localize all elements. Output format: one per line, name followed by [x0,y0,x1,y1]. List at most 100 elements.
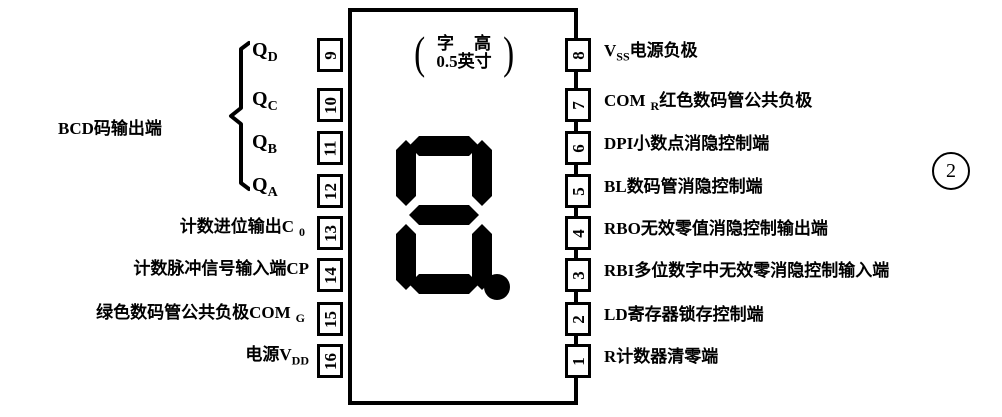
pin-box-15[interactable]: 15 [317,302,343,336]
pin-15-lat: COM [249,303,291,322]
qb-sub: B [267,142,277,157]
pin-number-14: 14 [320,266,340,284]
pin-3-lat: RBI [604,261,635,280]
seven-segment-digit [396,136,492,294]
pin-number-11: 11 [320,139,340,157]
pin-14-zh: 计数脉冲信号输入端 [133,259,287,279]
bcd-output-group-text: BCD码输出端 [58,119,162,138]
pin-box-9[interactable]: 9 [317,38,343,72]
pin-6-lat: DPI [604,134,634,153]
decimal-point-indicator [484,274,510,300]
pin-2-zh: 寄存器锁存控制端 [627,305,764,325]
pin-label-8: VSS电源负极 [604,42,698,62]
qa-base: Q [252,174,268,196]
segment-g [409,205,479,225]
pin-box-2[interactable]: 2 [565,302,591,336]
segment-f [396,140,416,206]
qd-sub: D [267,50,278,65]
pin-label-6: DPI小数点消隐控制端 [604,135,769,153]
pin-box-7[interactable]: 7 [565,88,591,122]
pin-label-3: RBI多位数字中无效零消隐控制输入端 [604,262,889,280]
pin-box-16[interactable]: 16 [317,344,343,378]
pin-label-5: BL数码管消隐控制端 [604,178,763,196]
segment-c [472,224,492,290]
pin-number-2: 2 [568,314,588,324]
pin-box-12[interactable]: 12 [317,174,343,208]
pin-number-6: 6 [568,143,588,153]
pin-box-6[interactable]: 6 [565,131,591,165]
pin-8-zh: 电源负极 [629,41,698,61]
pin-box-11[interactable]: 11 [317,131,343,165]
figure-number-text: 2 [946,160,956,182]
pin-number-9: 9 [320,50,340,60]
pin-box-14[interactable]: 14 [317,258,343,292]
brace-icon [229,41,251,191]
figure-number-marker: 2 [932,152,970,190]
pin-4-lat: RBO [604,219,641,238]
pin-number-12: 12 [320,182,340,200]
pin-13-zh: 计数进位输出 [179,217,282,237]
pin-3-zh: 多位数字中无效零消隐控制输入端 [634,261,890,281]
pin-5-lat: BL [604,177,627,196]
pin-13-lat: C [281,217,294,236]
pin-box-1[interactable]: 1 [565,344,591,378]
pin-box-13[interactable]: 13 [317,216,343,250]
bcd-output-group-label: BCD码输出端 [58,114,162,139]
qc-base: Q [252,88,268,110]
segment-e [396,224,416,290]
pin-label-1: R计数器清零端 [604,348,718,366]
pin-box-4[interactable]: 4 [565,216,591,250]
segment-b [472,140,492,206]
qd-base: Q [252,39,268,61]
pin-8-sub: SS [616,49,630,64]
pin-number-16: 16 [320,352,340,370]
pin-16-lat: V [279,345,292,364]
pin-16-sub: DD [291,353,309,368]
pin-box-5[interactable]: 5 [565,174,591,208]
pin-1-zh: 计数器清零端 [616,347,719,367]
pin-label-2: LD寄存器锁存控制端 [604,306,764,324]
pin-label-14: 计数脉冲信号输入端CP [0,260,309,278]
caption-height-value: 0.5 [436,52,458,71]
pin-number-10: 10 [320,96,340,114]
pin-6-zh: 小数点消隐控制端 [633,134,770,154]
pin-box-8[interactable]: 8 [565,38,591,72]
qc-sub: C [267,99,278,114]
character-height-caption: ( 字 高 0.5英寸 ) [358,22,570,84]
pin-box-3[interactable]: 3 [565,258,591,292]
pin-label-7: COM R红色数码管公共负极 [604,92,812,112]
pin-7-sub: R [650,99,660,114]
segment-d [409,274,479,294]
pin-number-13: 13 [320,224,340,242]
paren-open-glyph: ( [413,27,425,78]
pin-number-8: 8 [568,50,588,60]
pin-label-4: RBO无效零值消隐控制输出端 [604,220,828,238]
pin-16-zh: 电源 [245,345,280,365]
pin-7-lat: COM [604,91,646,110]
pin-number-4: 4 [568,228,588,238]
pin-15-zh: 绿色数码管公共负极 [96,303,250,323]
pin-14-lat: CP [286,259,309,278]
pin-box-10[interactable]: 10 [317,88,343,122]
pin-label-qd: QD [252,40,278,65]
pin-label-qa: QA [252,175,278,200]
pin-number-7: 7 [568,100,588,110]
pin-5-zh: 数码管消隐控制端 [626,177,763,197]
pin-label-qb: QB [252,132,277,157]
pin-7-zh: 红色数码管公共负极 [659,91,813,111]
bcd-group-brace [228,40,251,192]
pin-1-lat: R [604,347,617,366]
pin-label-16: 电源VDD [0,346,309,366]
pin-number-5: 5 [568,186,588,196]
pin-number-15: 15 [320,310,340,328]
qa-sub: A [267,185,278,200]
pin-number-3: 3 [568,270,588,280]
pin-4-zh: 无效零值消隐控制输出端 [640,219,828,239]
pin-label-qc: QC [252,89,278,114]
caption-height-unit: 英寸 [457,52,492,72]
pin-8-lat: V [604,41,617,60]
caption-line-1: 字 高 [437,33,498,54]
